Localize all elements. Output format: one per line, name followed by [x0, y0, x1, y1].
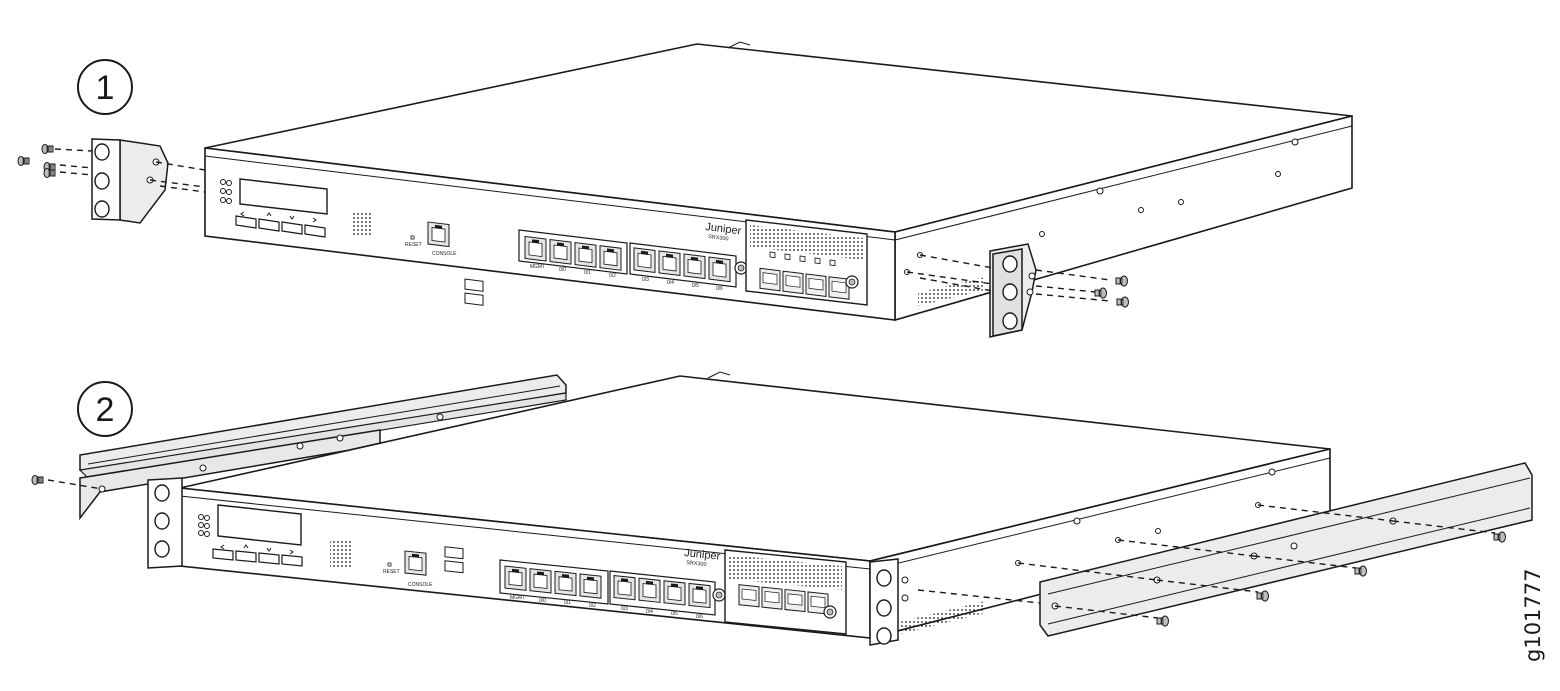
brand-logo-2: Juniper — [684, 547, 721, 563]
guide-lines-left-1 — [54, 148, 206, 193]
screw-icon — [1256, 590, 1269, 602]
step-2: 2 — [31, 371, 1533, 646]
port-label-0-6-1: 0/6 — [716, 286, 723, 292]
screw-icon — [17, 156, 30, 166]
device-chassis-2: RESET CONSOLE MGMT 0/0 0/1 0/2 — [147, 371, 1331, 646]
rack-ear-bracket-right-1 — [989, 243, 1037, 338]
port-label-0-6-2: 0/6 — [696, 614, 703, 620]
guide-lines-right-2 — [917, 504, 1496, 619]
screw-icon — [1493, 531, 1506, 543]
port-label-0-0-2: 0/0 — [539, 598, 546, 604]
guide-line-left-2 — [47, 479, 103, 490]
console-label-2: CONSOLE — [408, 582, 433, 588]
port-label-0-1-2: 0/1 — [564, 600, 571, 606]
model-label-1: SRX300 — [708, 234, 729, 242]
port-label-0-5-2: 0/5 — [671, 611, 678, 617]
rack-rail-right-2 — [1039, 462, 1533, 637]
step-2-marker: 2 — [77, 381, 133, 437]
step-1-number: 1 — [96, 69, 115, 107]
device-chassis-1: CONSOLE RESET MGMT 0/0 0/1 0/2 — [204, 41, 1353, 322]
guide-lines-right-1 — [906, 254, 1111, 302]
port-label-0-0-1: 0/0 — [559, 267, 566, 273]
figure-id: g101777 — [1521, 569, 1545, 663]
reset-label-2: RESET — [383, 569, 400, 575]
step-1: 1 — [17, 41, 1353, 338]
screw-icon — [1354, 565, 1367, 577]
screw-icon — [1116, 296, 1129, 308]
step-2-number: 2 — [96, 391, 115, 429]
step-1-marker: 1 — [77, 59, 133, 115]
screw-icon — [1156, 615, 1169, 627]
port-label-0-3-2: 0/3 — [621, 606, 628, 612]
port-label-0-4-1: 0/4 — [667, 280, 674, 286]
screw-icon — [31, 475, 44, 485]
port-label-mgmt-1: MGMT — [530, 264, 545, 270]
brand-logo-1: Juniper — [705, 221, 743, 237]
port-label-0-5-1: 0/5 — [692, 283, 699, 289]
screw-icon — [1115, 275, 1128, 287]
rack-ear-bracket-left-1 — [91, 138, 169, 224]
screw-icon — [41, 144, 54, 154]
screw-icon — [1094, 287, 1107, 299]
rack-rail-left-2 — [78, 374, 567, 521]
port-label-0-2-2: 0/2 — [589, 603, 596, 609]
console-label-1: CONSOLE — [432, 251, 457, 257]
port-label-mgmt-2: MGMT — [510, 595, 525, 601]
port-label-0-2-1: 0/2 — [609, 273, 616, 279]
reset-label-1: RESET — [405, 242, 422, 248]
port-label-0-1-1: 0/1 — [584, 270, 591, 276]
port-label-0-4-2: 0/4 — [646, 609, 653, 615]
port-label-0-3-1: 0/3 — [642, 277, 649, 283]
screw-icon — [43, 168, 56, 178]
model-label-2: SRX300 — [686, 560, 707, 568]
